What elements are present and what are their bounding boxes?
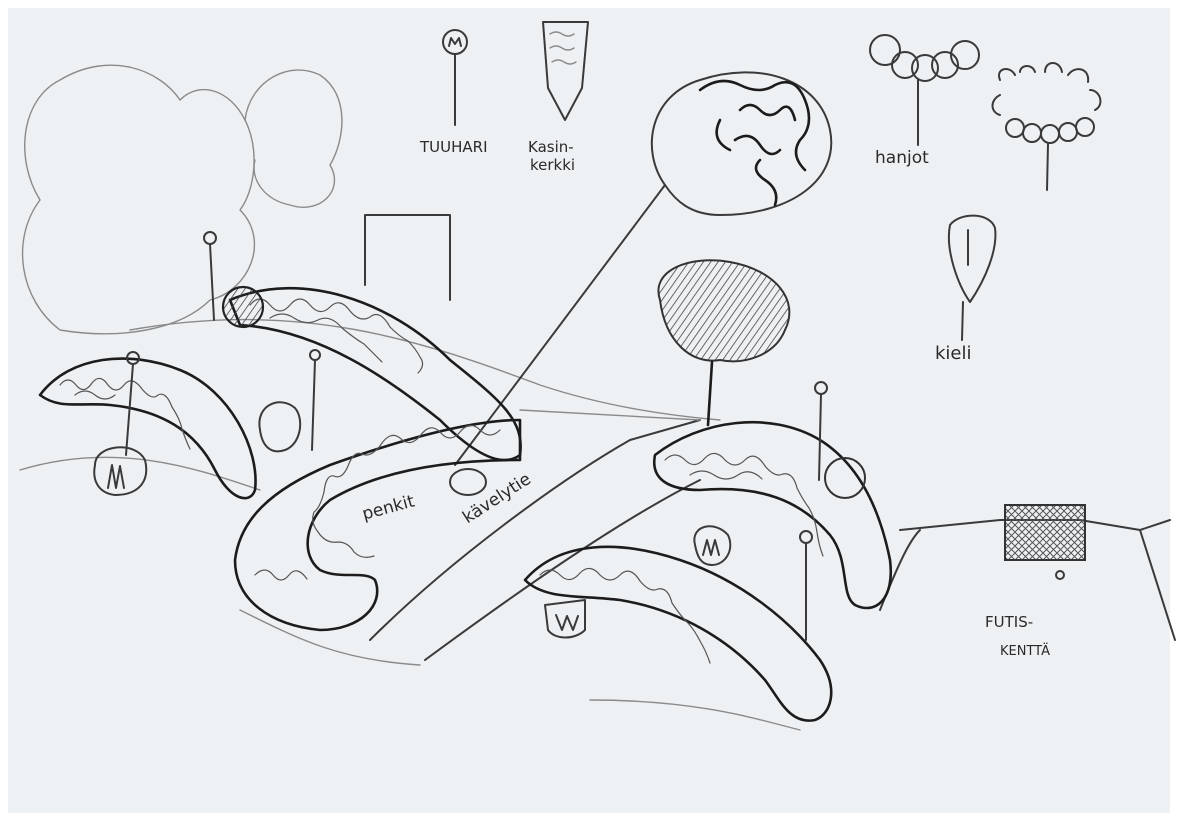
label-tuuhari: TUUHARI [420, 140, 488, 156]
label-kieli: kieli [935, 345, 972, 364]
label-kasinkerkki-line2: kerkki [530, 158, 575, 174]
mound-upper-dark-node [223, 287, 263, 327]
label-futis-line1: FUTIS- [985, 615, 1033, 631]
label-hanjot: hanjot [875, 150, 929, 168]
label-futis-line2: KENTTÄ [1000, 645, 1050, 659]
label-kasinkerkki-line1: Kasin- [528, 140, 574, 156]
